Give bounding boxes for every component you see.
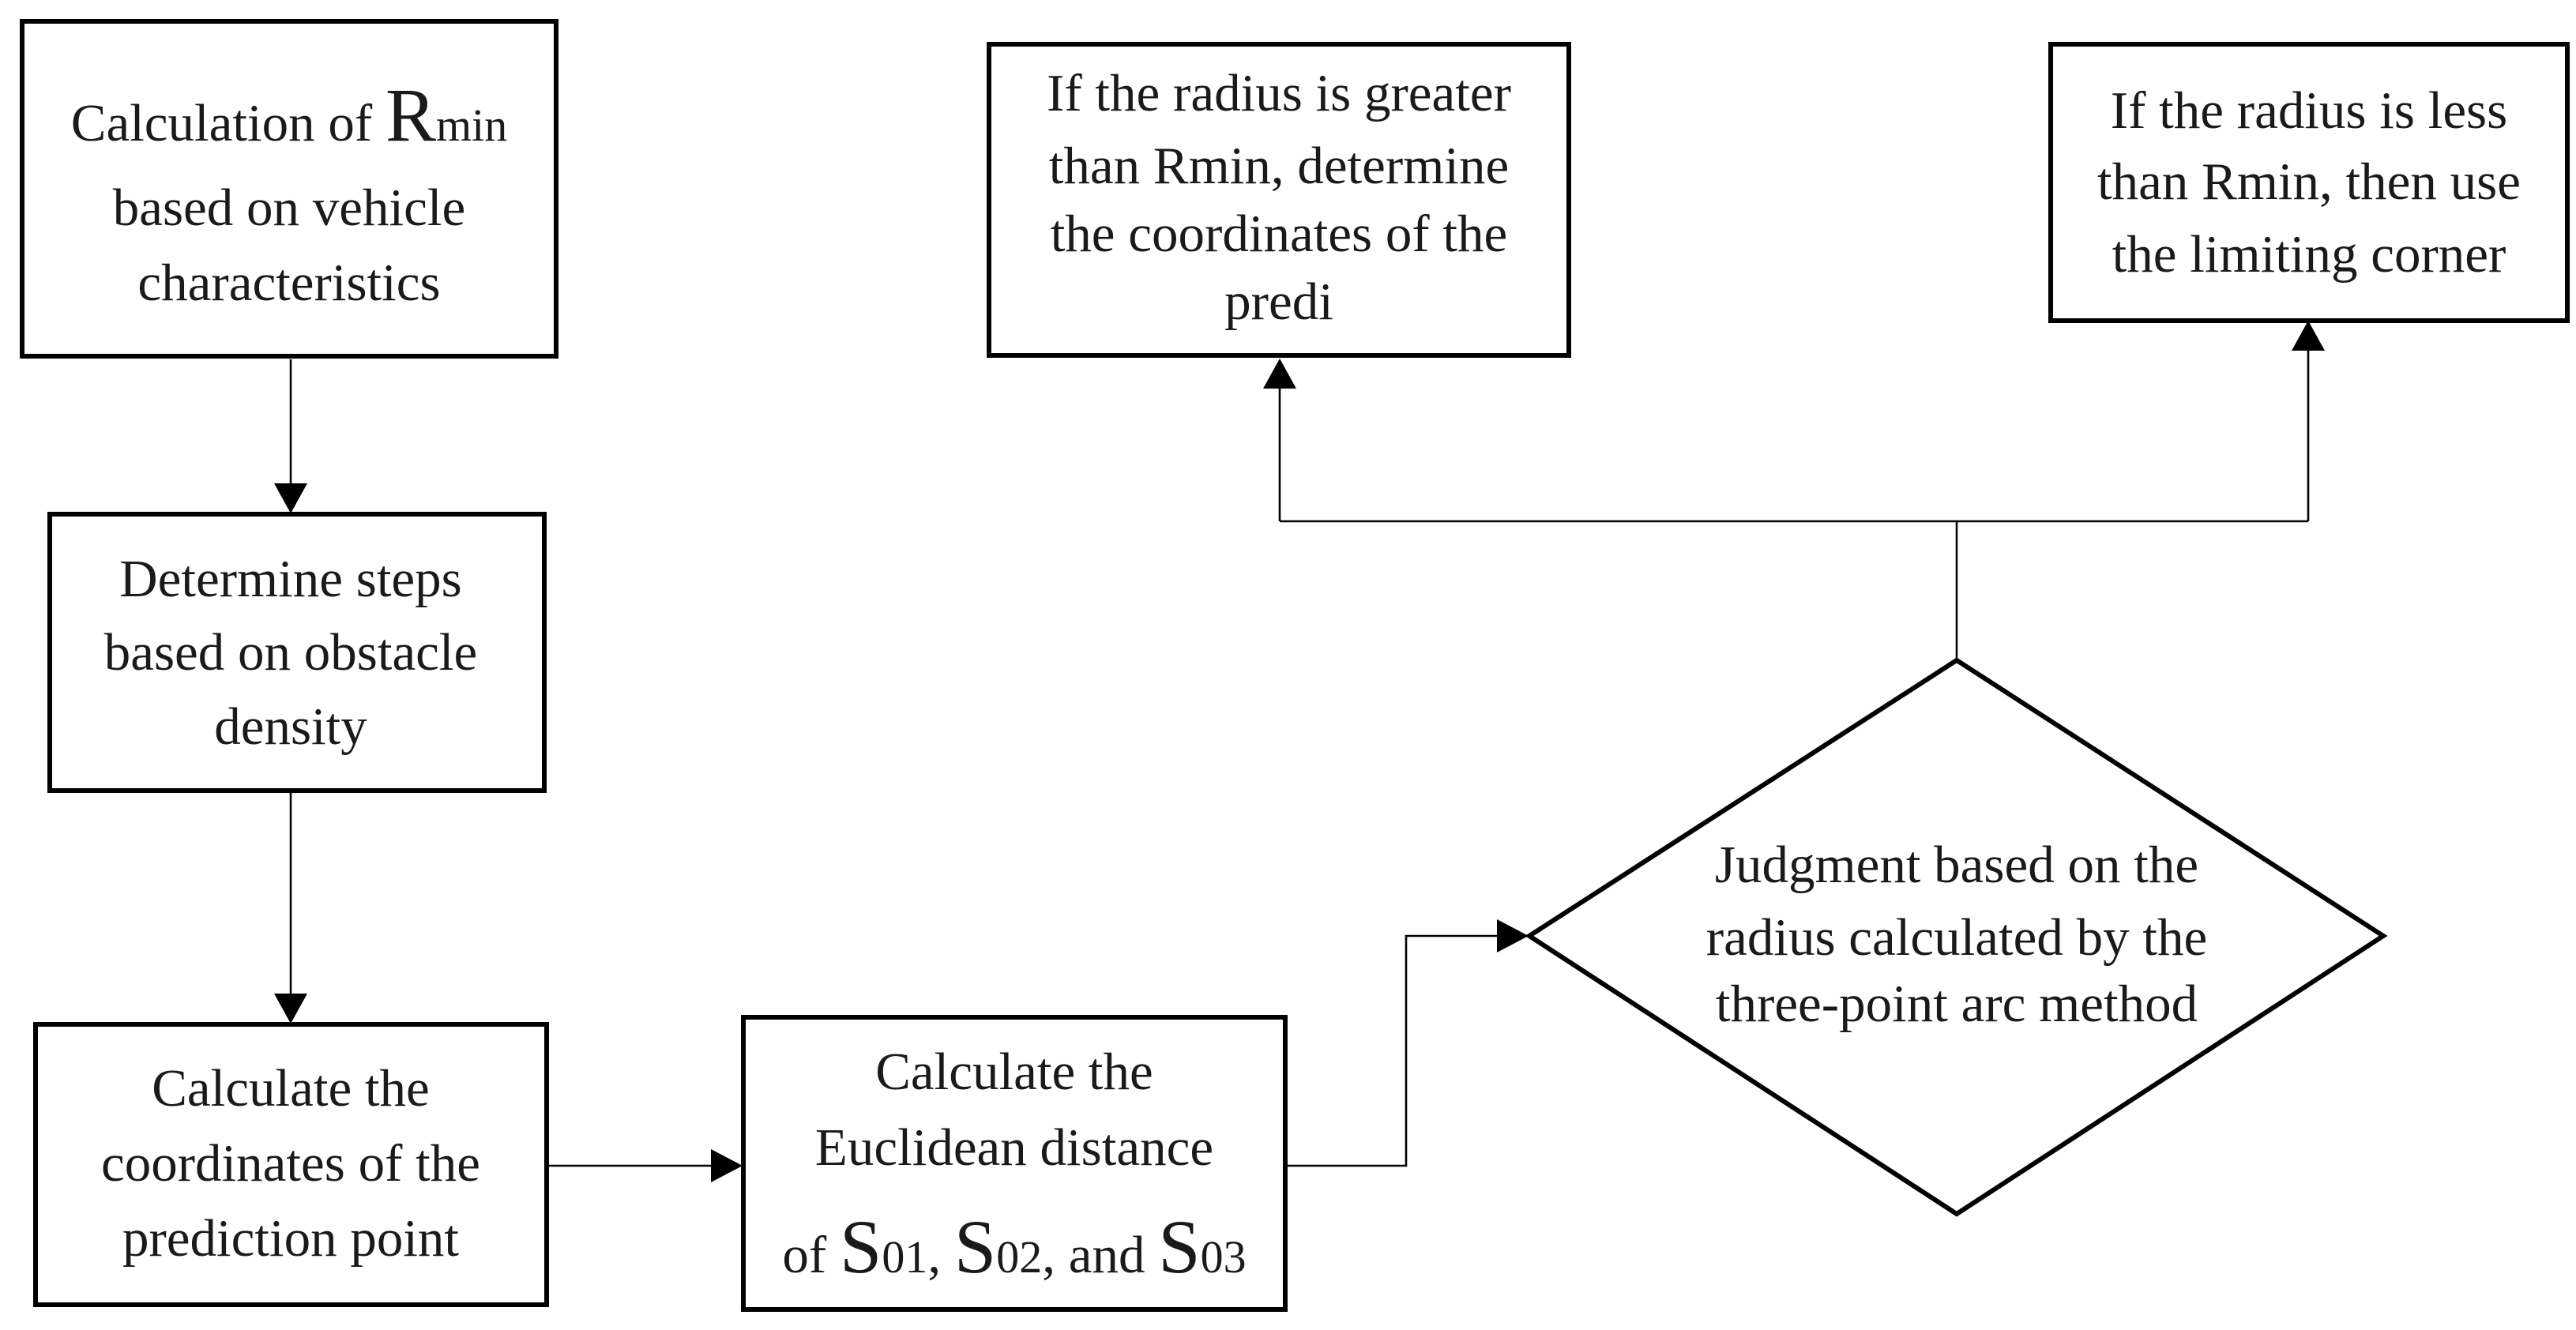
- node-radius-greater: If the radius is greater than Rmin, dete…: [987, 42, 1571, 358]
- greater-line2: than Rmin, determine: [1049, 137, 1509, 195]
- less-line1: If the radius is less: [2111, 81, 2507, 140]
- greater-line1: If the radius is greater: [1047, 64, 1511, 122]
- judgment-line2: radius calculated by the: [1706, 908, 2207, 967]
- euclid-line1: Calculate the: [875, 1043, 1153, 1101]
- judgment-line3: three-point arc method: [1716, 975, 2198, 1033]
- coords-line3: prediction point: [122, 1209, 459, 1268]
- steps-line2: based on obstacle: [104, 623, 478, 682]
- node-calculate-coordinates: Calculate the coordinates of the predict…: [33, 1022, 549, 1307]
- arrowhead-judgment: [1497, 919, 1529, 952]
- connectors: [274, 321, 2325, 1182]
- arrow-euclid-to-judgment: [1285, 934, 1497, 1167]
- node-euclidean-distance: Calculate the Euclidean distance of S01,…: [741, 1015, 1288, 1312]
- less-line3: the limiting corner: [2112, 225, 2506, 284]
- coords-line2: coordinates of the: [101, 1134, 480, 1193]
- node-determine-steps: Determine steps based on obstacle densit…: [47, 512, 547, 793]
- arrowhead-less: [2292, 321, 2325, 351]
- less-line2: than Rmin, then use: [2097, 152, 2521, 211]
- greater-line4: predi: [1224, 272, 1333, 331]
- arrowhead-steps: [274, 483, 307, 513]
- arrowhead-coords: [274, 994, 307, 1024]
- arrowhead-euclid: [711, 1149, 743, 1182]
- greater-line3: the coordinates of the: [1051, 205, 1508, 263]
- steps-line3: density: [214, 697, 367, 756]
- judgment-line1: Judgment based on the: [1715, 836, 2198, 894]
- rmin-line2: based on vehicle: [113, 178, 466, 237]
- arrowhead-greater: [1263, 359, 1296, 389]
- steps-line1: Determine steps: [119, 550, 462, 608]
- node-calculation-rmin: Calculation of Rmin based on vehicle cha…: [20, 19, 558, 359]
- euclid-line3: of S01, S02, and S03: [782, 1204, 1246, 1289]
- rmin-line1: Calculation of Rmin: [71, 73, 507, 157]
- rmin-line3: characteristics: [137, 254, 440, 312]
- coords-line1: Calculate the: [152, 1059, 430, 1118]
- euclid-line2: Euclidean distance: [815, 1118, 1213, 1177]
- node-radius-less: If the radius is less than Rmin, then us…: [2048, 42, 2570, 323]
- node-judgment-decision: Judgment based on the radius calculated …: [1525, 657, 2388, 1217]
